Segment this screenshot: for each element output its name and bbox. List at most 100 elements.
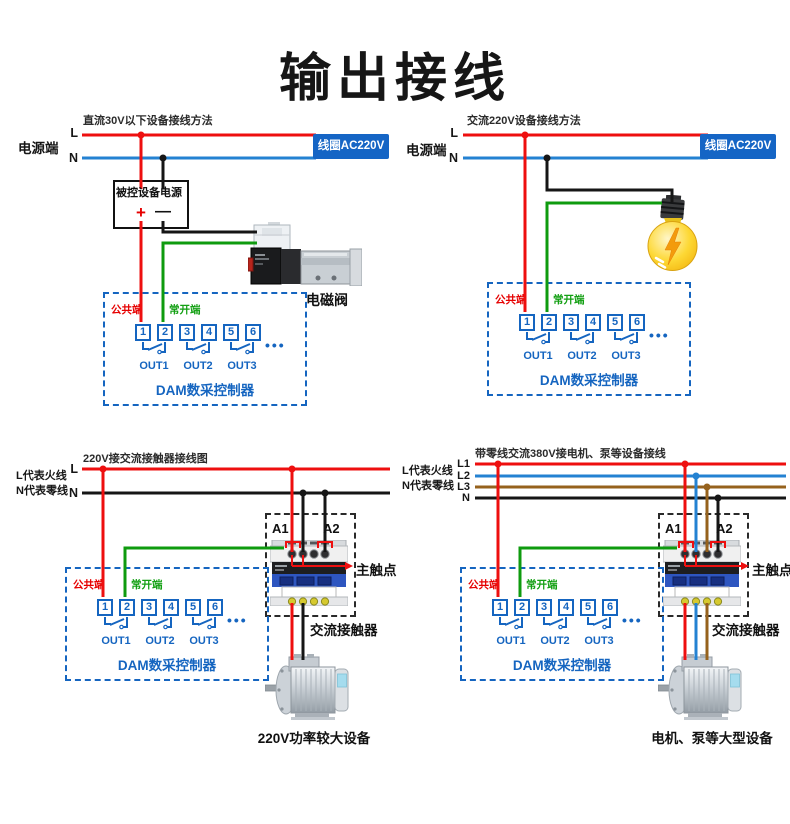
relay-switch-icon [104, 617, 216, 630]
br-a1-label: A1 [665, 521, 682, 536]
bl-device-label: 220V功率较大设备 [257, 731, 371, 746]
out1-label: OUT1 [139, 360, 169, 372]
controller-name: DAM数采控制器 [155, 383, 255, 398]
terminal-2: 2 [514, 599, 530, 616]
motor-image [658, 654, 742, 720]
terminal-4: 4 [201, 324, 217, 341]
bl-line-n-label: N [68, 486, 78, 500]
contactor-image [663, 540, 741, 606]
tr-line-n-label: N [448, 151, 458, 165]
relay-switch-icon [526, 332, 638, 345]
br-caption: 带零线交流380V接电机、泵等设备接线 [475, 448, 666, 460]
tr-coil-voltage-badge: 线圈AC220V [700, 134, 776, 159]
controller-name: DAM数采控制器 [117, 658, 217, 673]
out3-label: OUT3 [584, 635, 614, 647]
bl-legend-live: L代表火线 [16, 470, 67, 482]
terminal-6: 6 [207, 599, 223, 616]
tl-coil-voltage-badge: 线圈AC220V [313, 134, 389, 159]
tl-caption: 直流30V以下设备接线方法 [83, 115, 213, 127]
common-terminal-label: 公共端 [73, 579, 105, 591]
out2-label: OUT2 [183, 360, 213, 372]
terminal-3: 3 [536, 599, 552, 616]
out1-label: OUT1 [523, 350, 553, 362]
tl-line-n-label: N [68, 151, 78, 165]
terminal-3: 3 [563, 314, 579, 331]
bl-a2-label: A2 [323, 521, 340, 536]
bl-contactor-label: 交流接触器 [310, 623, 378, 638]
tl-device-power-label: 被控设备电源 [116, 187, 182, 199]
out2-label: OUT2 [145, 635, 175, 647]
terminal-2: 2 [119, 599, 135, 616]
terminal-4: 4 [163, 599, 179, 616]
controller-name: DAM数采控制器 [539, 373, 639, 388]
br-line-l1-label: L1 [457, 458, 470, 470]
tl-line-l-label: L [70, 126, 78, 140]
bl-line-l-label: L [70, 462, 78, 476]
br-contactor-label: 交流接触器 [712, 623, 780, 638]
page-title: 输出接线 [278, 50, 511, 108]
br-main-contact-label: 主触点 [752, 563, 790, 578]
br-line-l2-label: L2 [457, 469, 470, 482]
common-terminal-label: 公共端 [495, 294, 527, 306]
solenoid-valve-image [248, 222, 362, 286]
terminal-6: 6 [602, 599, 618, 616]
terminal-2: 2 [541, 314, 557, 331]
terminal-5: 5 [580, 599, 596, 616]
out2-label: OUT2 [567, 350, 597, 362]
terminal-2: 2 [157, 324, 173, 341]
minus-symbol: — [155, 203, 171, 220]
more-terminals-ellipsis: ••• [622, 612, 643, 628]
dam-controller-box: 公共端 常开端 1 2 3 4 5 6 ••• OUT1 OUT2 OUT3 D… [487, 282, 691, 396]
more-terminals-ellipsis: ••• [265, 337, 286, 353]
br-line-n-label: N [462, 492, 470, 504]
out3-label: OUT3 [189, 635, 219, 647]
normally-open-label: 常开端 [169, 304, 201, 316]
out1-label: OUT1 [496, 635, 526, 647]
terminal-1: 1 [492, 599, 508, 616]
more-terminals-ellipsis: ••• [227, 612, 248, 628]
terminal-1: 1 [519, 314, 535, 331]
terminal-5: 5 [607, 314, 623, 331]
terminal-4: 4 [558, 599, 574, 616]
tr-caption: 交流220V设备接线方法 [467, 115, 581, 127]
terminal-3: 3 [179, 324, 195, 341]
tl-power-terminal-label: 电源端 [18, 141, 59, 156]
terminal-5: 5 [185, 599, 201, 616]
relay-switch-icon [142, 342, 254, 355]
common-terminal-label: 公共端 [111, 304, 143, 316]
normally-open-label: 常开端 [526, 579, 558, 591]
common-terminal-label: 公共端 [468, 579, 500, 591]
normally-open-label: 常开端 [553, 294, 585, 306]
normally-open-label: 常开端 [131, 579, 163, 591]
more-terminals-ellipsis: ••• [649, 327, 670, 343]
plus-symbol: + [136, 203, 146, 222]
br-device-label: 电机、泵等大型设备 [651, 731, 773, 746]
terminal-5: 5 [223, 324, 239, 341]
terminal-1: 1 [135, 324, 151, 341]
out3-label: OUT3 [611, 350, 641, 362]
br-line-l3-label: L3 [457, 481, 470, 493]
tl-controlled-device-power-box [113, 180, 189, 229]
terminal-6: 6 [629, 314, 645, 331]
motor-image [265, 654, 349, 720]
dam-controller-box: 公共端 常开端 1 2 3 4 5 6 ••• OUT1 OUT2 OUT3 D… [65, 567, 269, 681]
bl-caption: 220V接交流接触器接线图 [83, 453, 208, 465]
terminal-3: 3 [141, 599, 157, 616]
terminal-6: 6 [245, 324, 261, 341]
dam-controller-box: 公共端 常开端 1 2 3 4 5 6 ••• OUT1 OUT2 OUT3 D… [460, 567, 664, 681]
br-legend-live: L代表火线 [402, 465, 453, 477]
out3-label: OUT3 [227, 360, 257, 372]
dam-controller-box: 公共端 常开端 1 2 3 4 5 6 ••• OUT1 OUT2 OUT3 D… [103, 292, 307, 406]
terminal-1: 1 [97, 599, 113, 616]
br-a2-label: A2 [716, 521, 733, 536]
bl-a1-label: A1 [272, 521, 289, 536]
bl-main-contact-label: 主触点 [356, 563, 397, 578]
tl-solenoid-valve-label: 电磁阀 [306, 292, 348, 308]
controller-name: DAM数采控制器 [512, 658, 612, 673]
br-legend-neutral: N代表零线 [402, 480, 454, 492]
terminal-4: 4 [585, 314, 601, 331]
out1-label: OUT1 [101, 635, 131, 647]
tr-power-terminal-label: 电源端 [406, 143, 447, 158]
tr-line-l-label: L [450, 126, 458, 140]
